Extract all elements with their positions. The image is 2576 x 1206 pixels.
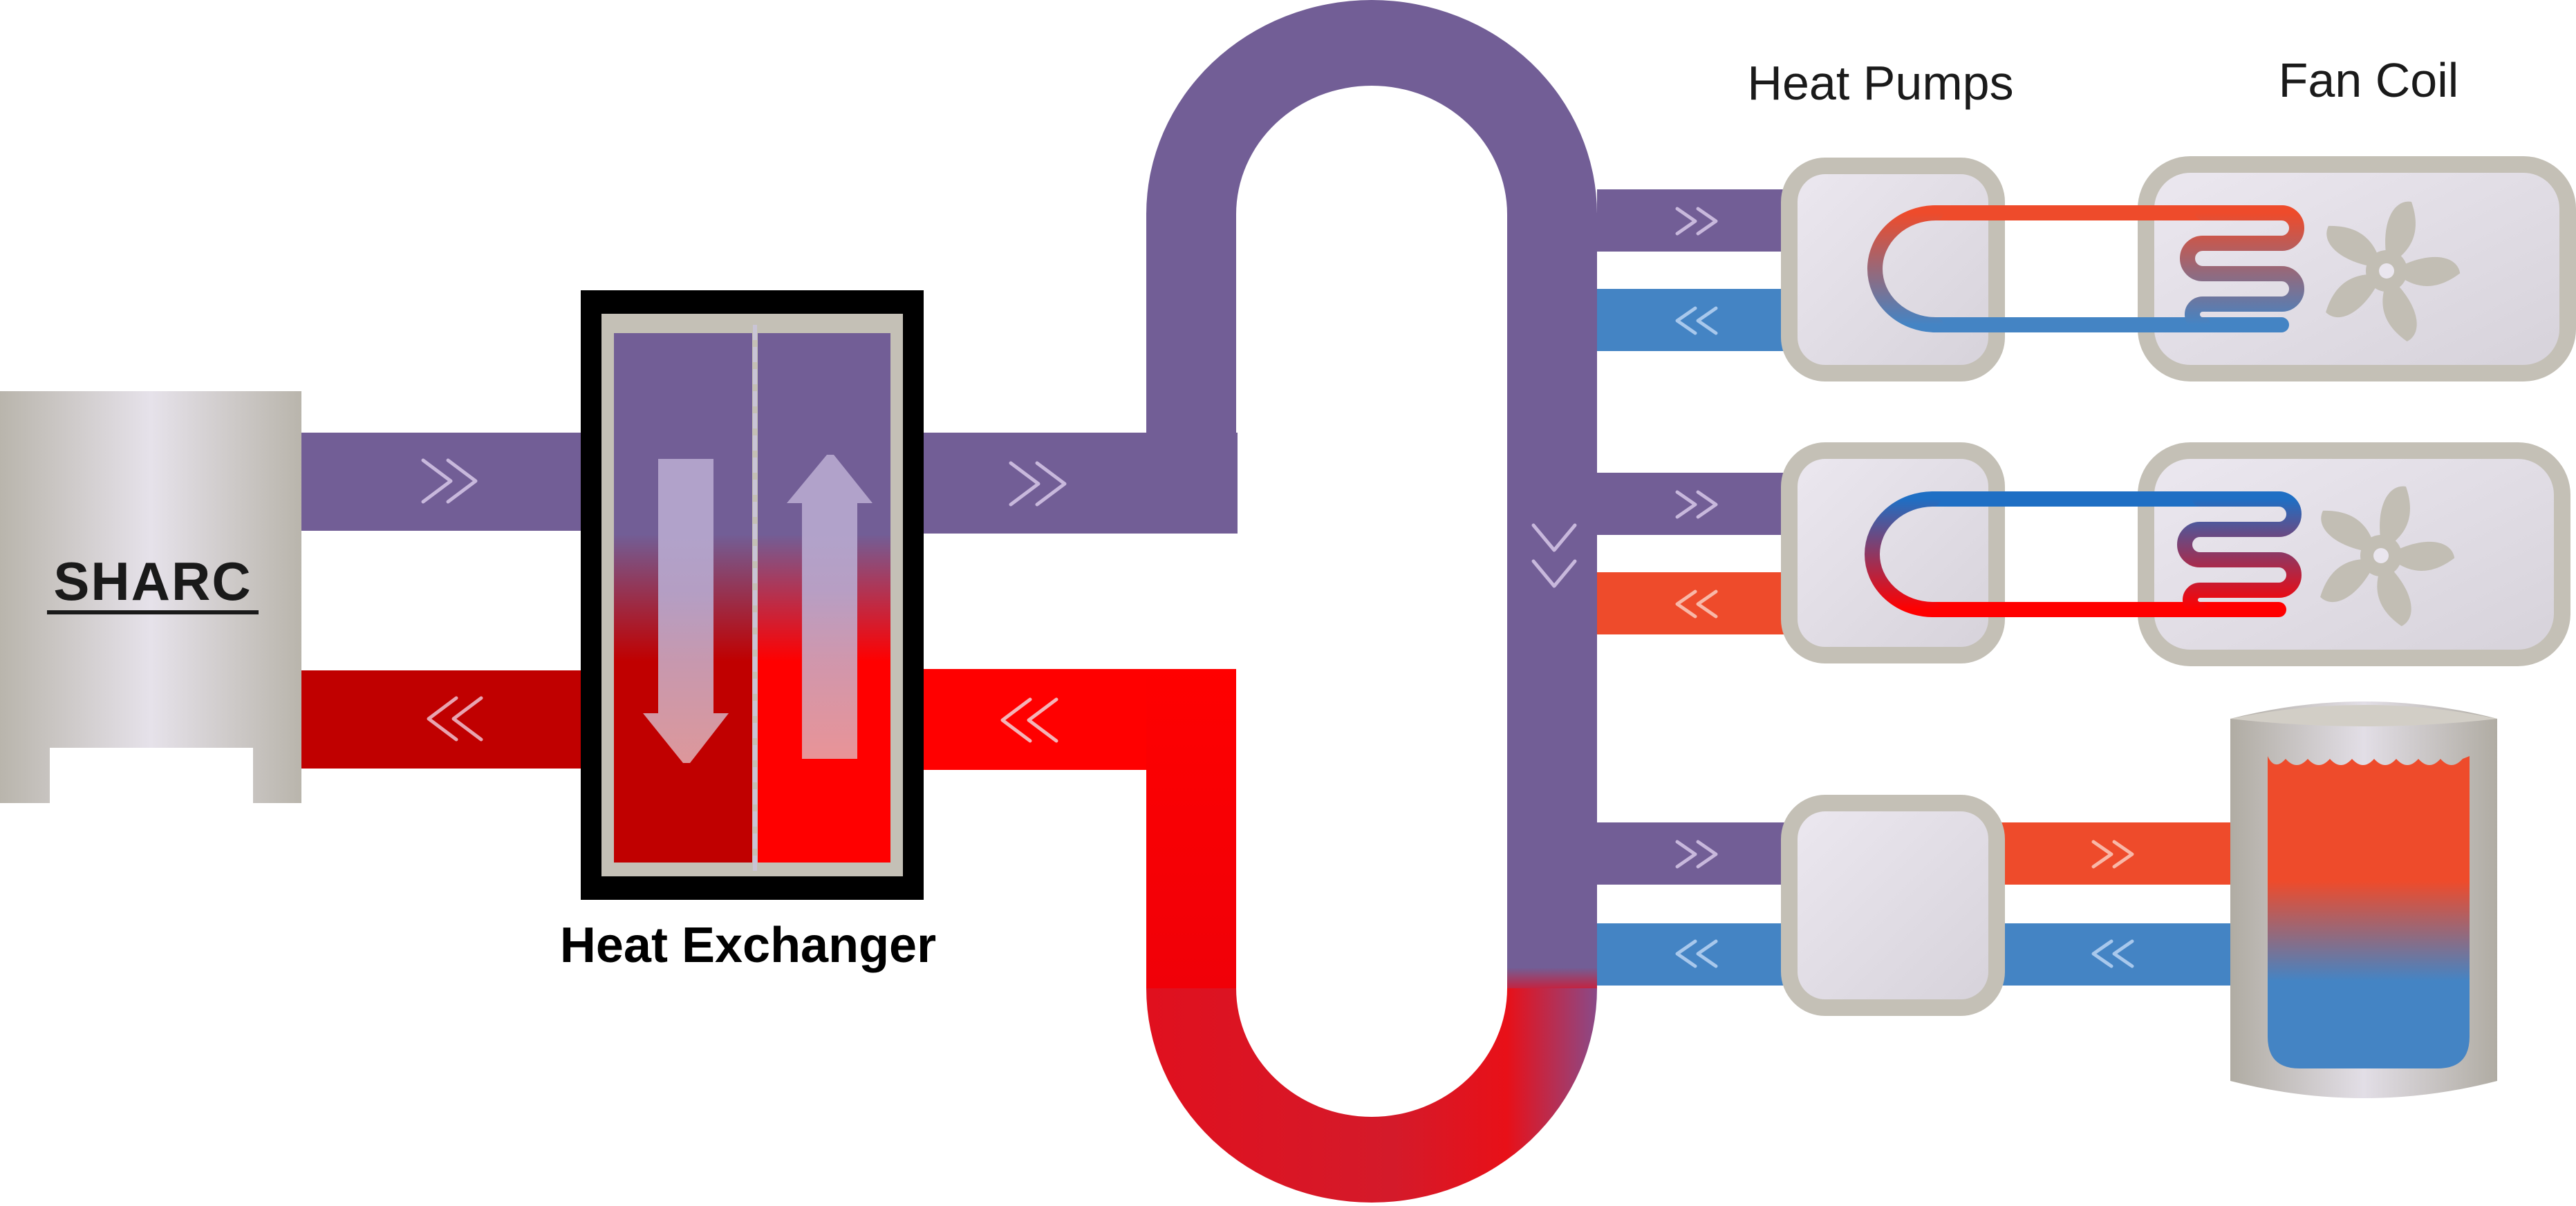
flow-chevron-icon: [1009, 461, 1067, 507]
flow-chevron-icon: [1675, 490, 1718, 519]
svg-text:SHARC: SHARC: [53, 551, 252, 612]
heat-pump-icon: [1781, 158, 2005, 381]
flow-chevron-icon: [1675, 939, 1718, 968]
flow-chevron-icon: [1675, 207, 1718, 236]
flow-chevron-icon: [1675, 590, 1718, 619]
hp3-return-pipe: [1597, 923, 1795, 986]
refrigerant-loop-1: [1867, 205, 2304, 332]
flow-chevron-icon: [2091, 939, 2134, 968]
refrigerant-loop-2: [1865, 491, 2302, 617]
flow-chevrons: [421, 207, 2134, 968]
flow-chevron-icon: [1531, 523, 1577, 588]
fan-icon: [2320, 486, 2455, 627]
heat-exchanger-label: Heat Exchanger: [560, 918, 936, 973]
primary-loop: [1146, 0, 1597, 1203]
heat-pumps-label: Heat Pumps: [1747, 56, 2013, 110]
sharc-logo: SHARC: [47, 551, 259, 614]
heat-exchanger-icon: [581, 290, 924, 900]
flow-chevron-icon: [2091, 840, 2134, 869]
sharc-supply-pipe: [301, 433, 606, 531]
water-tank-icon: [2230, 701, 2497, 1098]
hp2-return-pipe: [1597, 572, 1795, 634]
heat-pump-icon: [1781, 442, 2005, 663]
fan-icon: [2326, 201, 2461, 342]
flow-chevron-icon: [1000, 697, 1058, 743]
heat-pump-icon: [1781, 795, 2005, 1016]
hp1-return-pipe: [1597, 289, 1795, 351]
flow-chevron-icon: [1675, 306, 1718, 335]
flow-chevron-icon: [427, 696, 483, 742]
flow-chevron-icon: [1675, 840, 1718, 869]
flow-chevron-icon: [421, 458, 478, 504]
fan-coil-label: Fan Coil: [2279, 53, 2459, 107]
sharc-unit-icon: SHARC: [0, 391, 301, 803]
